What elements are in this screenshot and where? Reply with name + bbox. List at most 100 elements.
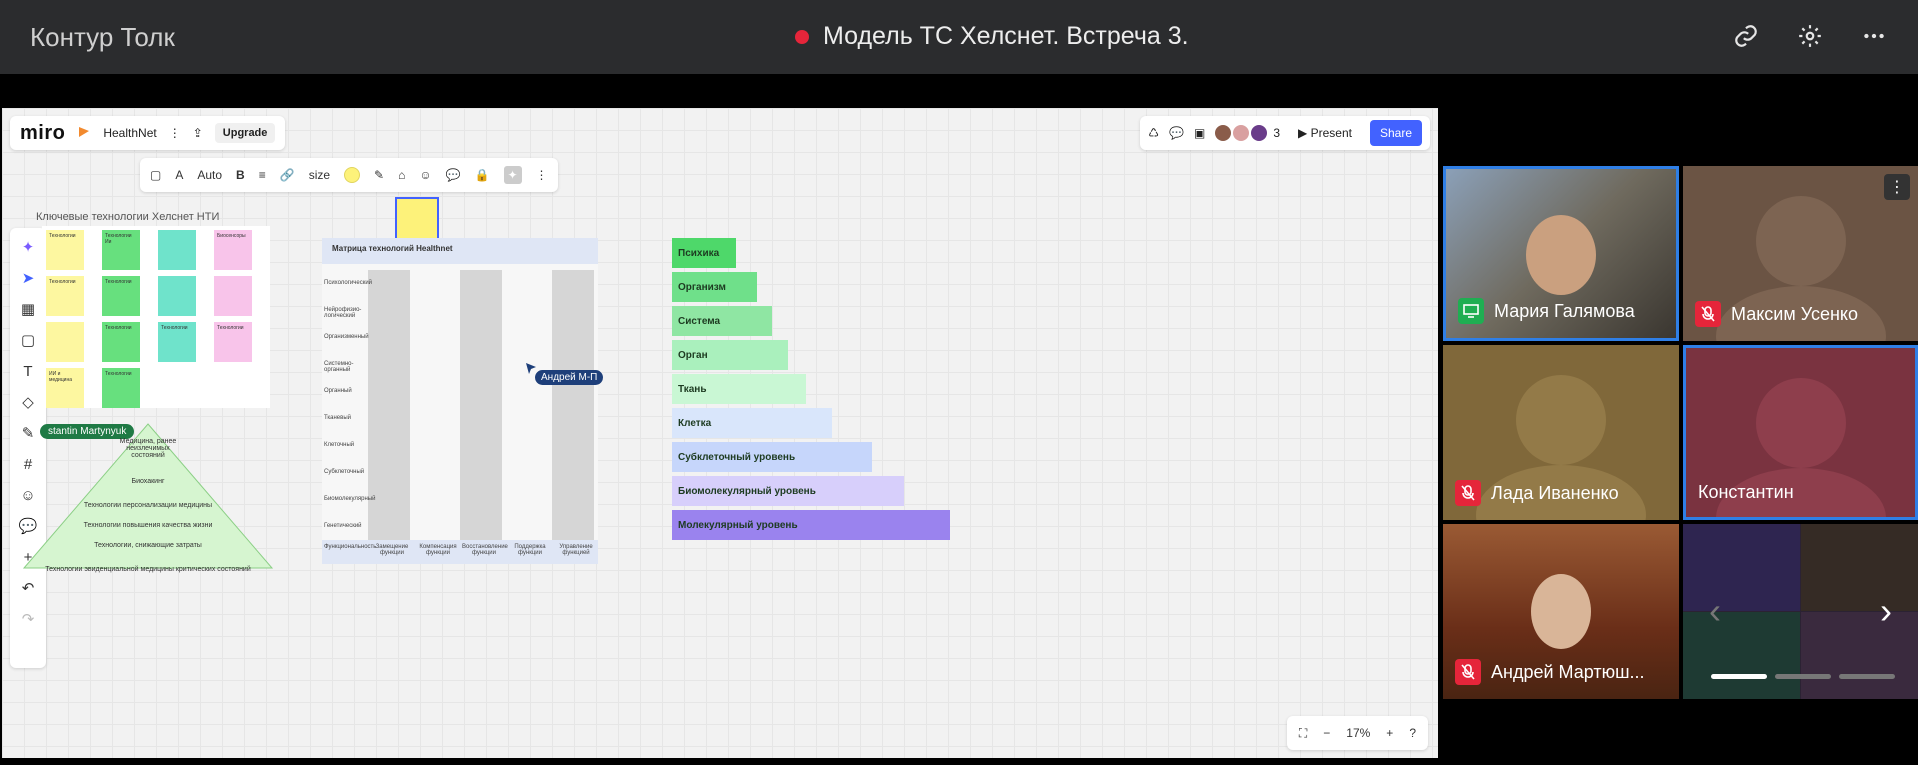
ai-assist-icon[interactable]: ✦	[21, 239, 35, 256]
level-bar[interactable]: Субклеточный уровень	[672, 442, 872, 472]
pen-tool-icon[interactable]: ✎	[21, 425, 35, 442]
sticky-note[interactable]: Технологии	[46, 276, 84, 316]
present-button[interactable]: ▶ Present	[1298, 126, 1352, 140]
collaborator-avatars[interactable]: 3	[1215, 125, 1280, 141]
ai-icon[interactable]: ✦	[503, 166, 522, 184]
undo-icon[interactable]: ↶	[21, 580, 35, 597]
link-icon[interactable]: 🔗	[279, 168, 295, 182]
font-size-value[interactable]: Auto	[197, 168, 223, 182]
redo-icon[interactable]: ↷	[21, 611, 35, 628]
text-tool-icon[interactable]: T	[23, 362, 33, 380]
share-button[interactable]: Share	[1369, 120, 1422, 146]
sticky-note[interactable]	[46, 322, 84, 362]
sticky-note[interactable]: Биосенсоры	[214, 230, 252, 270]
level-bar[interactable]: Ткань	[672, 374, 806, 404]
comment-tool-icon[interactable]: 💬	[18, 518, 38, 535]
link-icon[interactable]	[1732, 22, 1760, 50]
remote-cursor-icon	[526, 363, 536, 374]
sticky-tool-icon[interactable]: ▢	[20, 332, 36, 349]
sticky-note[interactable]	[214, 276, 252, 316]
level-bar[interactable]: Система	[672, 306, 772, 336]
zoom-level[interactable]: 17%	[1346, 726, 1371, 740]
board-name[interactable]: HealthNet	[103, 126, 157, 140]
export-icon[interactable]: ⇪	[192, 126, 203, 140]
matrix-row-label: Клеточный	[324, 442, 355, 448]
zoom-in-icon[interactable]: +	[1386, 726, 1394, 740]
sticky-note-icon[interactable]: ▢	[150, 168, 162, 182]
frame-tool-icon[interactable]: #	[23, 455, 33, 473]
shapes-tool-icon[interactable]: ◇	[22, 394, 34, 411]
level-bar[interactable]: Организм	[672, 272, 757, 302]
board-flag-icon	[77, 125, 91, 142]
participant-tile-konstantin[interactable]: Константин	[1683, 345, 1918, 520]
mini-tile	[1801, 612, 1918, 699]
sticky-note[interactable]: ИИ и медицина	[46, 368, 84, 408]
select-tool-icon[interactable]: ➤	[21, 270, 35, 287]
tech-matrix-panel[interactable]: Матрица технологий Healthnet Психологиче…	[322, 238, 598, 564]
next-page-icon[interactable]: ›	[1880, 590, 1892, 631]
text-style-icon[interactable]: A	[175, 168, 184, 182]
align-icon[interactable]: ≡	[258, 168, 266, 182]
participant-name-label: Мария Галямова	[1458, 298, 1635, 324]
level-bar[interactable]: Молекулярный уровень	[672, 510, 950, 540]
participant-tile-andrey[interactable]: Андрей Мартюш...	[1443, 524, 1679, 699]
sticky-note[interactable]: Технологии Ии	[102, 230, 140, 270]
participant-tile-lada[interactable]: Лада Иваненко	[1443, 345, 1679, 520]
sticky-note[interactable]: Технологии	[102, 276, 140, 316]
sticky-note[interactable]	[158, 230, 196, 270]
participant-name: Андрей Мартюш...	[1491, 661, 1645, 682]
shared-screen-miro-board[interactable]: miro HealthNet ⋮ ⇪ Upgrade ♺ 💬 ▣ 3 ▶ Pre…	[2, 108, 1438, 758]
pen-icon[interactable]: ✎	[374, 168, 385, 182]
board-more-icon[interactable]: ⋮	[168, 126, 181, 140]
settings-gear-icon[interactable]	[1796, 22, 1824, 50]
matrix-column-label: Поддержка функции	[514, 544, 546, 556]
level-bar[interactable]: Клетка	[672, 408, 832, 438]
bold-icon[interactable]: B	[236, 168, 245, 182]
more-participants-tile[interactable]: ‹ ›	[1683, 524, 1918, 699]
participant-name: Константин	[1698, 482, 1794, 502]
size-label[interactable]: size	[308, 168, 331, 182]
participant-tile-maria[interactable]: Мария Галямова	[1443, 166, 1679, 341]
page-dot-active[interactable]	[1711, 674, 1767, 679]
sticky-note[interactable]: Технологии	[102, 368, 140, 408]
page-dot[interactable]	[1839, 674, 1895, 679]
emoji-icon[interactable]: ☺	[419, 168, 432, 182]
chat-icon[interactable]: 💬	[1169, 126, 1185, 140]
avatar-placeholder-icon	[1755, 196, 1846, 286]
previous-page-icon[interactable]: ‹	[1709, 590, 1721, 631]
color-swatch[interactable]	[344, 167, 361, 183]
lock-icon[interactable]: 🔒	[474, 168, 490, 182]
level-bar[interactable]: Биомолекулярный уровень	[672, 476, 904, 506]
add-more-icon[interactable]: +	[23, 548, 33, 566]
fit-screen-icon[interactable]: ⛶	[1298, 725, 1308, 740]
sticky-note[interactable]: Технологии	[214, 322, 252, 362]
mini-tile	[1683, 524, 1800, 611]
tech-panel-title: Ключевые технологии Хелснет НТИ	[36, 211, 220, 223]
reactions-icon[interactable]: ♺	[1148, 126, 1160, 140]
help-icon[interactable]: ?	[1409, 726, 1416, 740]
templates-icon[interactable]: ▦	[20, 301, 36, 318]
comment-icon[interactable]: 💬	[445, 168, 461, 182]
page-dot[interactable]	[1775, 674, 1831, 679]
top-bar: Контур Толк Модель ТС Хелснет. Встреча 3…	[0, 0, 1918, 74]
toolbar-more-icon[interactable]: ⋮	[535, 168, 548, 182]
emoji-tool-icon[interactable]: ☺	[20, 486, 36, 504]
tile-more-icon[interactable]: ⋮	[1884, 174, 1910, 200]
level-bar[interactable]: Орган	[672, 340, 788, 370]
pyramid-level: Технологии, снижающие затраты	[94, 542, 202, 549]
level-bar[interactable]: Психика	[672, 238, 736, 268]
sticky-note[interactable]: Технологии	[102, 322, 140, 362]
technology-pyramid[interactable]	[22, 420, 274, 570]
selected-sticky-note[interactable]	[395, 197, 439, 241]
sticky-note[interactable]	[158, 276, 196, 316]
more-menu-icon[interactable]	[1860, 22, 1888, 50]
pyramid-level: Медицина, ранее неизлечимых состояний	[119, 438, 177, 459]
upgrade-button[interactable]: Upgrade	[214, 123, 276, 143]
sticky-note[interactable]: Технологии	[158, 322, 196, 362]
participant-tile-maxim[interactable]: ⋮ Максим Усенко	[1683, 166, 1918, 341]
sticky-note[interactable]: Технологии	[46, 230, 84, 270]
video-call-icon[interactable]: ▣	[1194, 126, 1206, 140]
tag-icon[interactable]: ⌂	[398, 168, 406, 182]
zoom-out-icon[interactable]: −	[1323, 726, 1331, 740]
